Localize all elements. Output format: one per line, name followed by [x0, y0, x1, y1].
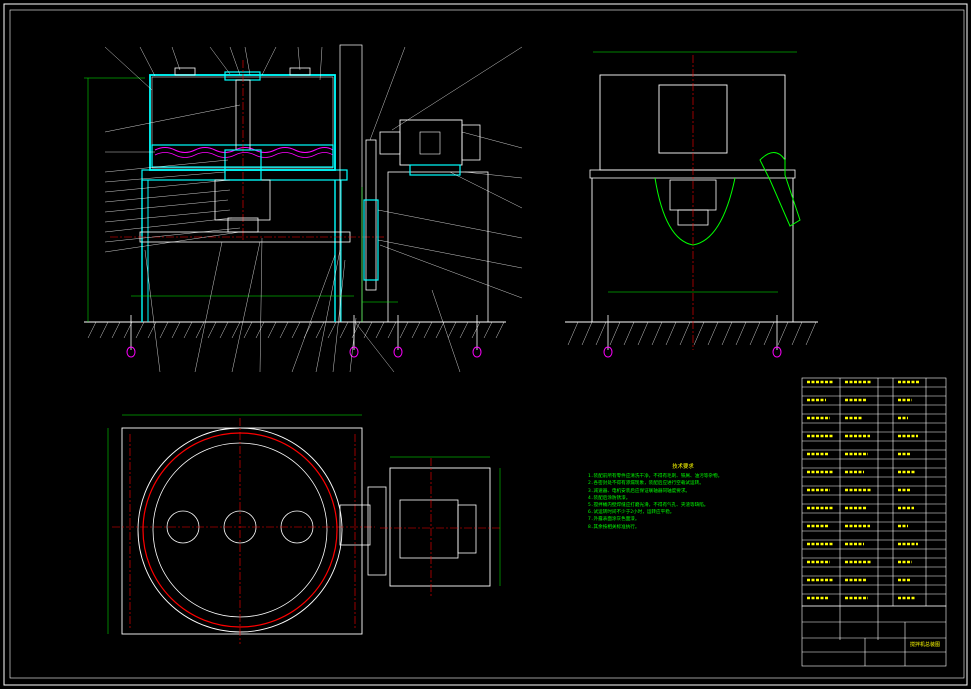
requirement-line: 5.搅拌桶内壁焊缝应打磨光滑，不得有气孔、夹渣等缺陷。 [588, 503, 709, 509]
top-view [107, 414, 501, 644]
drawing-title: 搅拌机总装图 [910, 641, 940, 648]
technical-requirements-title: 技术要求 [672, 464, 694, 470]
parts-list-entries [807, 380, 920, 600]
requirement-line: 4.装配后涂防锈漆。 [588, 495, 631, 501]
requirement-line: 7.外露表面涂灰色面漆。 [588, 517, 640, 523]
requirement-line: 1.装配前所有零件应清洗干净，不得有毛刺、铁屑、油污等杂物。 [588, 474, 723, 480]
technical-requirements: 技术要求 1.装配前所有零件应清洗干净，不得有毛刺、铁屑、油污等杂物。 2.各密… [588, 464, 778, 531]
outer-border [3, 3, 968, 686]
requirement-line: 6.试运转时间不少于2小时，运转应平稳。 [588, 510, 675, 516]
inner-border [9, 9, 965, 679]
parts-list-table [801, 377, 947, 667]
side-view [565, 51, 818, 358]
requirement-line: 3.减速器、电机安装后应保证联轴器同轴度要求。 [588, 488, 691, 494]
requirement-line: 2.各密封处不得有渗漏现象，装配后应进行空载试运转。 [588, 481, 704, 487]
front-view [84, 44, 523, 373]
requirement-line: 8.其余按相关标准执行。 [588, 524, 640, 530]
